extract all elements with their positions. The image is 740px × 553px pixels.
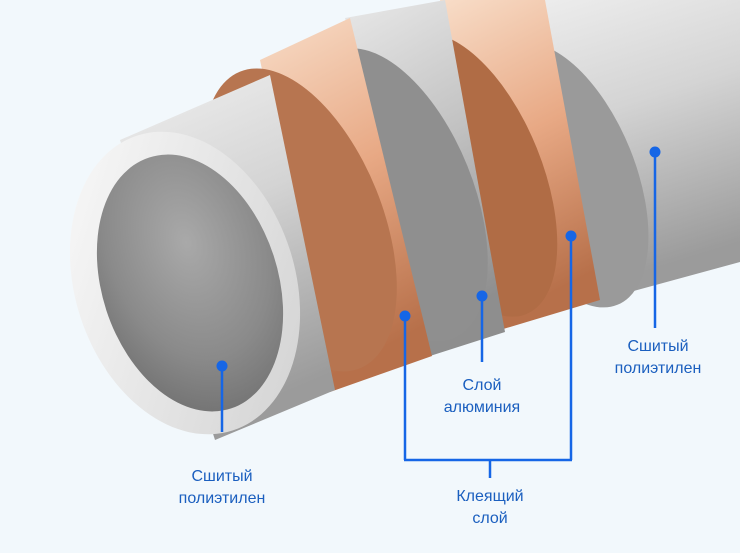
label-line-2: слой <box>472 510 508 527</box>
label-line-2: полиэтилен <box>178 490 266 507</box>
pointer-aluminum <box>476 290 488 362</box>
pointer-dot <box>649 146 661 158</box>
pointer-dot <box>216 360 228 372</box>
pipe-bore <box>96 154 284 412</box>
label-aluminum: Слой алюминия <box>414 375 550 419</box>
label-line-1: Сшитый <box>627 338 689 355</box>
pointer-dot <box>565 230 577 242</box>
label-line-2: алюминия <box>443 399 521 416</box>
label-line-1: Сшитый <box>191 468 253 485</box>
pointer-dot <box>476 290 488 302</box>
label-adhesive: Клеящий слой <box>422 486 558 530</box>
label-line-2: полиэтилен <box>614 360 702 377</box>
pointer-inner-polyethylene <box>216 360 228 432</box>
pointer-outer-polyethylene <box>649 146 661 328</box>
label-outer-polyethylene: Сшитый полиэтилен <box>590 336 726 380</box>
label-line-1: Слой <box>462 377 502 394</box>
pointer-adhesive-bracket <box>399 230 577 478</box>
label-inner-polyethylene: Сшитый полиэтилен <box>154 466 290 510</box>
label-line-1: Клеящий <box>456 488 524 505</box>
pointer-dot <box>399 310 411 322</box>
